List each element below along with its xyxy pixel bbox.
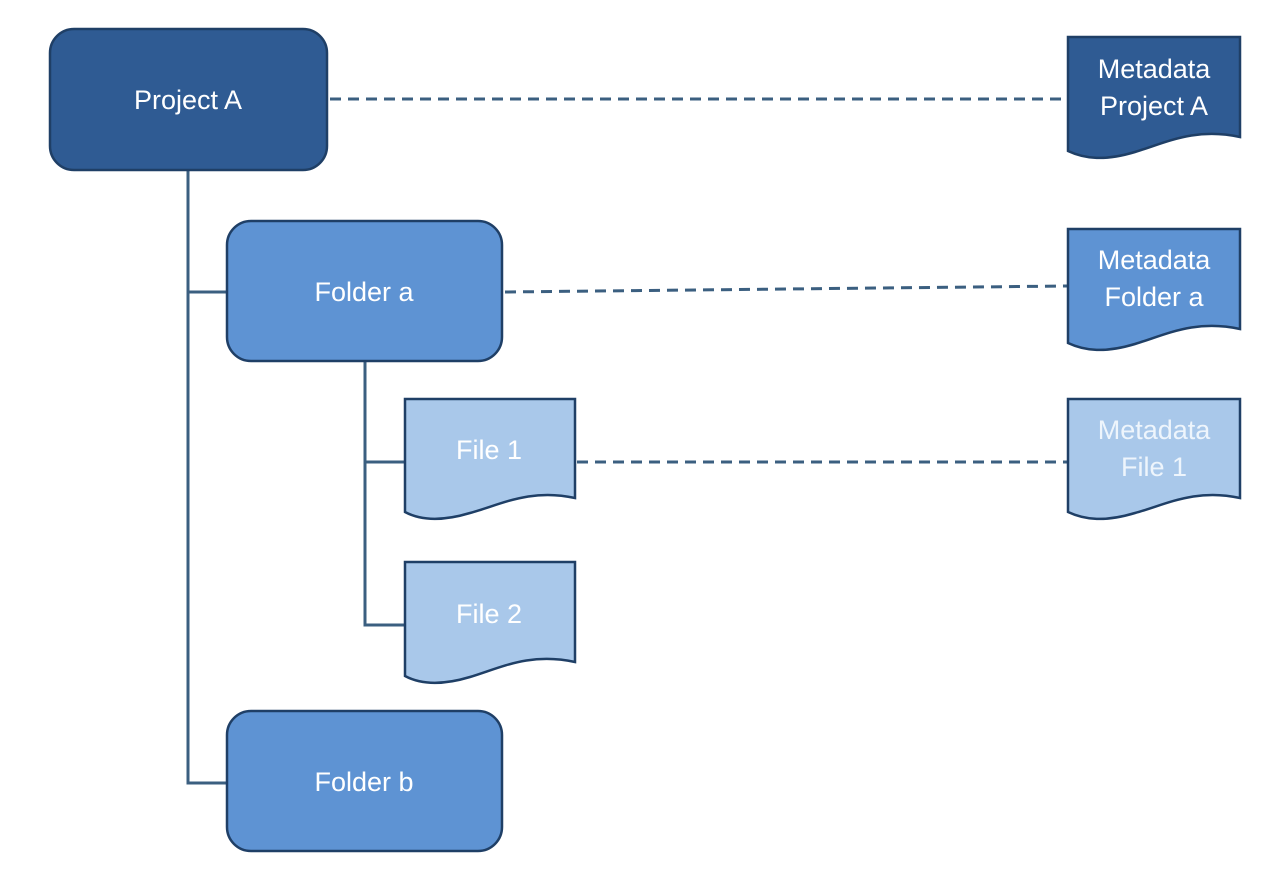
tree-connectors: [186, 170, 405, 785]
node-project-a[interactable]: Project A: [48, 27, 329, 172]
folder-a-label: Folder a: [314, 277, 414, 307]
file-1-label: File 1: [456, 435, 522, 465]
metadata-folder-a-line2: Folder a: [1104, 282, 1204, 312]
metadata-file-1-line1: Metadata: [1098, 415, 1212, 445]
node-folder-b[interactable]: Folder b: [225, 709, 504, 853]
metadata-links: [330, 97, 1069, 464]
metadata-file-1[interactable]: Metadata File 1: [1066, 397, 1242, 521]
file-document-shape: [403, 560, 577, 685]
connector-project-to-folders: [186, 170, 227, 785]
metadata-project-a[interactable]: Metadata Project A: [1066, 35, 1242, 160]
folder-box: [225, 709, 504, 853]
folder-b-label: Folder b: [314, 767, 413, 797]
node-file-2[interactable]: File 2: [403, 560, 577, 685]
metadata-project-a-line2: Project A: [1100, 91, 1208, 121]
metadata-folder-a[interactable]: Metadata Folder a: [1066, 227, 1242, 352]
metadata-document-shape: [1066, 397, 1242, 521]
metadata-document-shape: [1066, 35, 1242, 160]
file-document-shape: [403, 397, 577, 521]
metadata-document-shape: [1066, 227, 1242, 352]
node-folder-a[interactable]: Folder a: [225, 219, 504, 363]
file-2-label: File 2: [456, 599, 522, 629]
link-folder-a-metadata: [504, 284, 1069, 294]
connector-folder-a-to-files: [363, 362, 405, 627]
folder-box: [225, 219, 504, 363]
metadata-file-1-line2: File 1: [1121, 452, 1187, 482]
project-box: [48, 27, 329, 172]
node-file-1[interactable]: File 1: [403, 397, 577, 521]
project-a-label: Project A: [134, 85, 242, 115]
metadata-project-a-line1: Metadata: [1098, 54, 1212, 84]
metadata-folder-a-line1: Metadata: [1098, 245, 1212, 275]
